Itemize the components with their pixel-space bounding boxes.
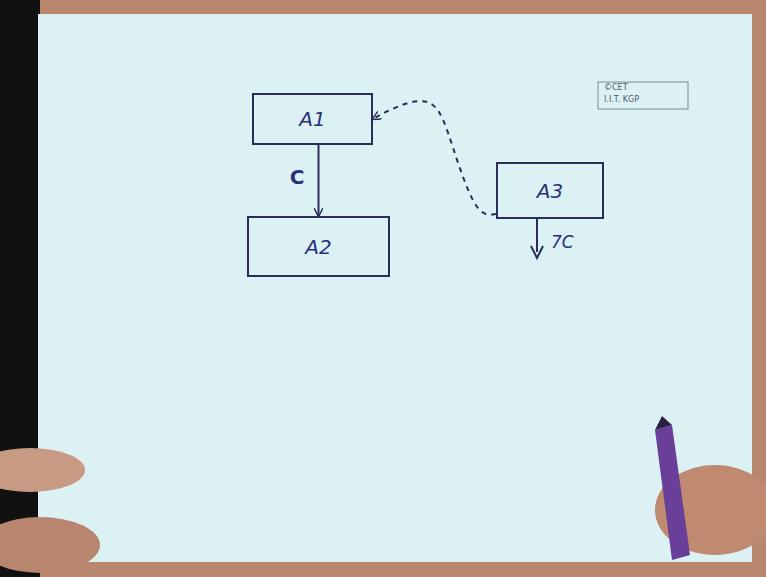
pen — [655, 425, 690, 560]
connector — [318, 145, 320, 216]
pen-tip — [655, 416, 672, 430]
arrow-head — [531, 246, 543, 258]
stamp-text: I.I.T. KGP — [604, 95, 639, 104]
paper-sheet — [38, 14, 752, 562]
box-label: A3 — [537, 179, 563, 203]
process-box: A2 — [247, 216, 390, 277]
process-box: A1 — [252, 93, 373, 145]
stamp-box — [598, 82, 688, 109]
edge-label: C — [290, 165, 305, 189]
stamp-text: ©CET — [604, 83, 628, 92]
hand — [0, 517, 100, 573]
process-box: A3 — [496, 162, 604, 219]
signal-label: 7C — [551, 232, 574, 252]
arrow-line — [536, 219, 538, 252]
connector — [373, 101, 496, 215]
box-label: A1 — [299, 107, 325, 131]
box-label: A2 — [305, 235, 331, 259]
hand — [0, 448, 85, 492]
